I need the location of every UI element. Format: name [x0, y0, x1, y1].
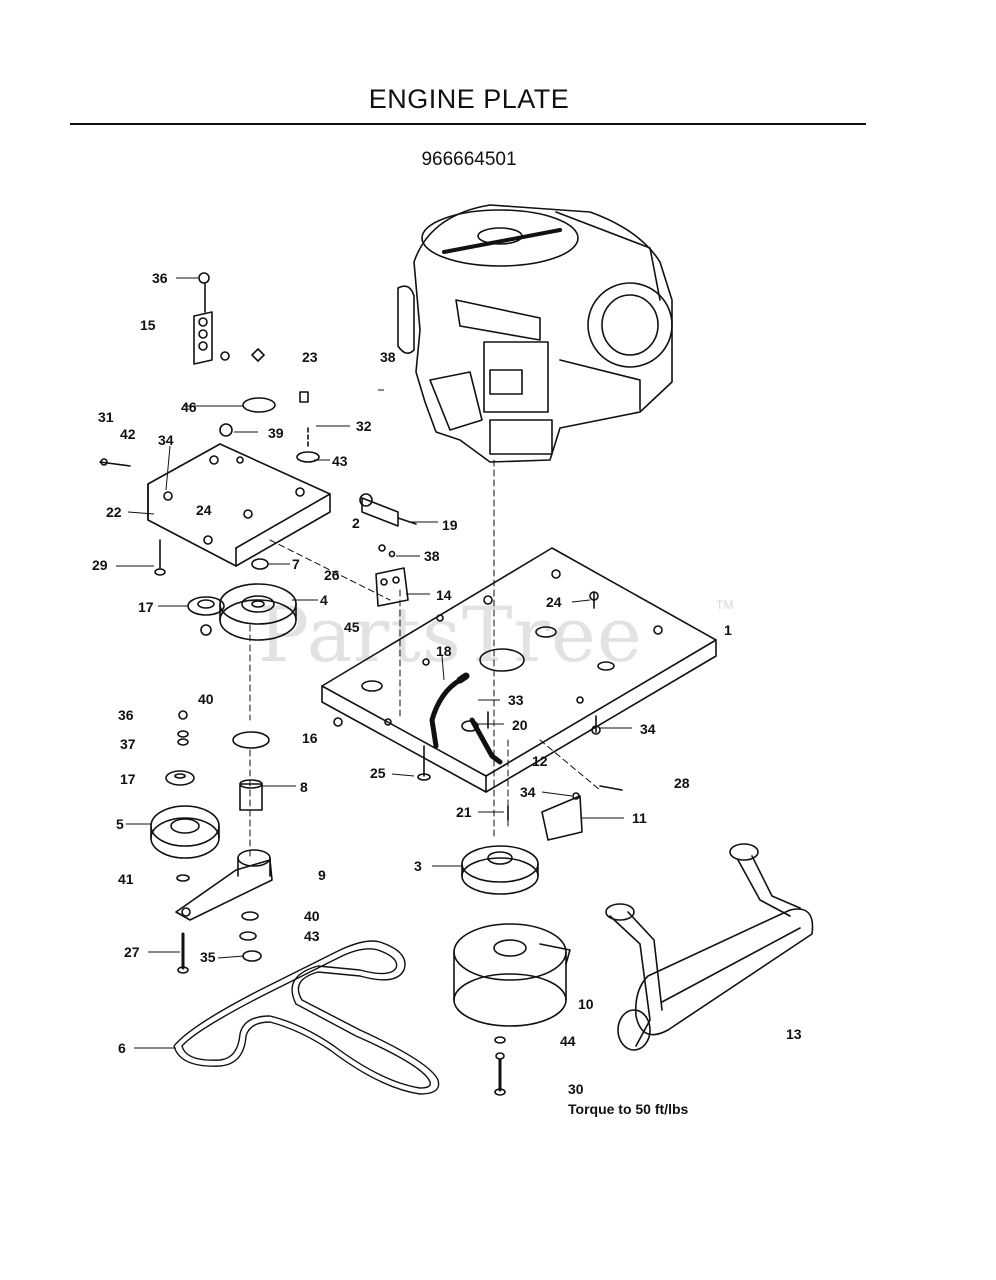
- spacer-7: [251, 558, 269, 570]
- callout-label: 38: [424, 548, 440, 564]
- callout-label: 17: [138, 599, 154, 615]
- callout-label: 17: [120, 771, 136, 787]
- torque-note: Torque to 50 ft/lbs: [568, 1101, 689, 1117]
- callout-label: 19: [442, 517, 458, 533]
- callout-label: 3: [414, 858, 422, 874]
- callout-label: 11: [632, 810, 647, 826]
- callout-label: 9: [318, 867, 326, 883]
- callout-label: 8: [300, 779, 308, 795]
- callout-label: 42: [120, 426, 136, 442]
- callout-label: 32: [356, 418, 372, 434]
- drive-belt-6: [173, 940, 440, 1095]
- callout-label: 21: [456, 804, 472, 820]
- engine-plate-1: [321, 547, 717, 793]
- valve-14: [375, 567, 409, 607]
- callout-label: 26: [324, 567, 340, 583]
- callout-label: 30: [568, 1081, 584, 1097]
- callout-label: 41: [118, 871, 134, 887]
- engine-pulley-3: [461, 845, 539, 895]
- nut-23: [251, 348, 265, 362]
- idler-arm-9: [175, 849, 273, 921]
- nut: [299, 391, 309, 403]
- callout-label: 43: [304, 928, 320, 944]
- bracket-11: [541, 795, 583, 841]
- nut: [220, 351, 230, 361]
- callout-label: 7: [292, 556, 300, 572]
- callout-label: 36: [118, 707, 134, 723]
- callout-label: 31: [98, 409, 114, 425]
- nut-39: [219, 423, 233, 437]
- watermark-tm: TM: [716, 598, 734, 612]
- callout-label: 40: [304, 908, 320, 924]
- callout-label: 14: [436, 587, 452, 603]
- title-rule: [70, 123, 866, 125]
- callout-labels: 36 15 23 38 46 39 32 31 42 34 43 22 24 2…: [92, 270, 802, 1097]
- callout-label: 46: [181, 399, 197, 415]
- callout-label: 12: [532, 753, 548, 769]
- callout-label: 34: [640, 721, 656, 737]
- callout-label: 37: [120, 736, 136, 752]
- part-number: 966664501: [421, 149, 517, 170]
- callout-label: 34: [158, 432, 174, 448]
- callout-label: 24: [196, 502, 212, 518]
- callout-label: 24: [546, 594, 562, 610]
- callout-label: 25: [370, 765, 386, 781]
- callout-label: 38: [380, 349, 396, 365]
- fuel-fitting-19: [359, 493, 417, 527]
- callout-label: 39: [268, 425, 284, 441]
- callout-label: 6: [118, 1040, 126, 1056]
- washer-46: [242, 397, 276, 413]
- callout-label: 35: [200, 949, 216, 965]
- pto-clutch-10: [453, 923, 571, 1027]
- callout-label: 28: [674, 775, 690, 791]
- callout-label: 10: [578, 996, 594, 1012]
- callout-label: 36: [152, 270, 168, 286]
- callout-label: 4: [320, 592, 328, 608]
- callout-label: 22: [106, 504, 122, 520]
- mount-bracket-24: [147, 443, 331, 567]
- callout-label: 20: [512, 717, 528, 733]
- washer-43: [296, 451, 320, 463]
- spacer-16: [232, 731, 270, 749]
- callout-label: 5: [116, 816, 124, 832]
- callout-label: 34: [520, 784, 536, 800]
- bracket-15: [193, 272, 213, 365]
- idler-pulley-5: [150, 805, 220, 859]
- watermark-text: PartsTree: [258, 590, 643, 679]
- bushing-8: [239, 783, 263, 811]
- callout-label: 15: [140, 317, 156, 333]
- callout-label: 40: [198, 691, 214, 707]
- callout-label: 18: [436, 643, 452, 659]
- callout-label: 23: [302, 349, 318, 365]
- callout-label: 29: [92, 557, 108, 573]
- callout-label: 27: [124, 944, 140, 960]
- idler-pulley-4: [219, 583, 297, 641]
- muffler-13: [605, 843, 814, 1051]
- engine: [397, 204, 673, 463]
- cover-17: [165, 770, 195, 786]
- leader-lines: [116, 277, 632, 1049]
- callout-label: 16: [302, 730, 318, 746]
- callout-label: 44: [560, 1033, 576, 1049]
- callout-label: 43: [332, 453, 348, 469]
- callout-label: 13: [786, 1026, 802, 1042]
- callout-label: 45: [344, 619, 360, 635]
- diagram-title: ENGINE PLATE: [368, 84, 570, 114]
- callout-label: 33: [508, 692, 524, 708]
- callout-label: 2: [352, 515, 360, 531]
- callout-label: 1: [724, 622, 732, 638]
